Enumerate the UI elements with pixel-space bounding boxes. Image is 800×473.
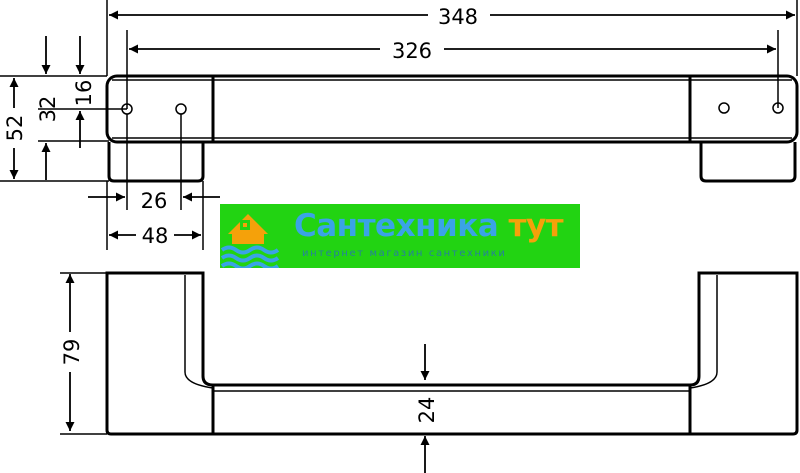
front-view (105, 271, 799, 436)
dim-348-label: 348 (438, 5, 478, 29)
left-inner-contour (184, 275, 214, 389)
dim-16-label: 16 (72, 80, 96, 107)
dim-48-label: 48 (142, 224, 169, 248)
dim-326-label: 326 (392, 39, 432, 63)
dim-26-label: 26 (141, 189, 168, 213)
top-view (105, 74, 799, 183)
right-inner-contour (689, 275, 718, 389)
left-hole-inner (175, 103, 187, 115)
brand-word-1: Сантехника (294, 208, 499, 244)
dim-24-label: 24 (415, 397, 439, 424)
dim-32-label: 32 (36, 96, 60, 123)
extension-lines (0, 0, 798, 250)
brand-title: Сантехника тут (294, 208, 564, 244)
handle-profile-outline (105, 271, 799, 436)
right-hole-inner (718, 102, 730, 114)
dim-79-label: 79 (60, 339, 84, 366)
house-waves-logo-icon (220, 214, 280, 268)
brand-subtitle: интернет магазин сантехники (302, 248, 507, 259)
front-extension-lines (60, 272, 107, 435)
right-mount-bracket (699, 142, 797, 183)
left-mount-bracket (107, 142, 205, 183)
dimension-texts: 348 326 52 32 16 26 48 79 24 (2, 3, 490, 423)
dim-52-label: 52 (3, 115, 27, 142)
watermark-banner: Сантехника тут интернет магазин сантехни… (220, 204, 580, 268)
handle-bar-outline (105, 74, 799, 144)
brand-word-2: тут (508, 208, 564, 244)
